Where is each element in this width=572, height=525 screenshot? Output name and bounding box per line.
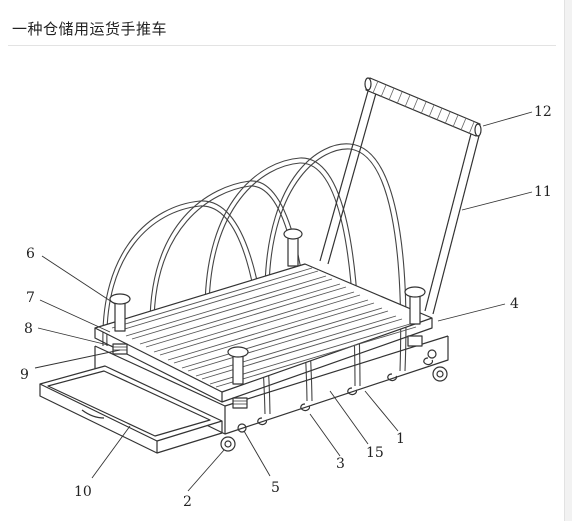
callout-10: 10	[74, 484, 92, 500]
leader-lines	[34, 111, 533, 492]
callout-11: 11	[534, 184, 552, 200]
arch-3	[204, 157, 361, 387]
header-divider	[8, 45, 556, 46]
top-deck	[94, 263, 433, 403]
arch-4	[264, 143, 407, 372]
hooks	[257, 357, 434, 426]
drawer	[39, 365, 223, 454]
callout-1: 1	[396, 431, 405, 447]
cart-drawing: 6 7 8 9 10 2 5 3 15 1 4 11 12	[20, 77, 552, 510]
callout-15: 15	[366, 445, 384, 461]
callout-4: 4	[510, 296, 519, 312]
callout-12: 12	[534, 104, 552, 120]
callout-8: 8	[24, 321, 33, 337]
window-right-edge	[564, 0, 572, 521]
callout-6: 6	[26, 246, 35, 262]
support-posts	[109, 228, 426, 409]
patent-figure: 6 7 8 9 10 2 5 3 15 1 4 11 12	[0, 46, 564, 521]
callout-9: 9	[20, 367, 29, 383]
callout-2: 2	[183, 494, 192, 510]
callout-labels: 6 7 8 9 10 2 5 3 15 1 4 11 12	[20, 104, 552, 510]
dialog-header: 一种仓储用运货手推车	[0, 0, 564, 46]
callout-3: 3	[336, 456, 345, 472]
wheels	[220, 349, 448, 452]
dialog-title: 一种仓储用运货手推车	[12, 20, 168, 38]
cart-body	[94, 335, 449, 435]
callout-5: 5	[271, 480, 280, 496]
push-handle	[319, 77, 482, 315]
callout-7: 7	[26, 290, 35, 306]
